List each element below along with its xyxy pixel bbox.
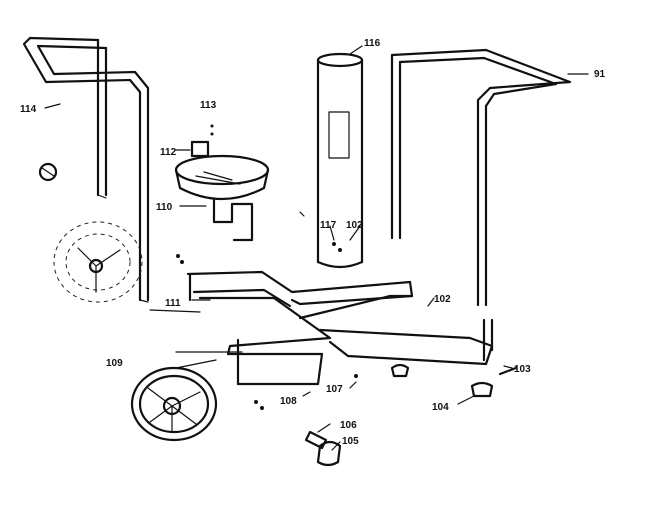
label-112: 112	[160, 147, 177, 158]
bucket-ring	[174, 140, 270, 242]
label-105: 105	[342, 436, 359, 447]
wheel-rear	[53, 221, 143, 303]
wheel-front	[130, 366, 218, 442]
label-108: 108	[280, 396, 297, 407]
label-103: 103	[514, 364, 531, 375]
label-102-upper: 102	[346, 220, 363, 231]
handle-tube-left	[22, 36, 150, 303]
cart-frame	[149, 270, 494, 386]
label-117: 117	[320, 220, 337, 231]
label-111: 111	[165, 298, 181, 309]
label-110: 110	[156, 202, 173, 213]
label-113: 113	[200, 100, 217, 111]
tank-cylinder	[316, 52, 364, 269]
label-116: 116	[364, 38, 381, 49]
axle-cap-parts	[304, 366, 518, 467]
label-114: 114	[20, 104, 37, 115]
end-caps	[38, 162, 494, 398]
hardware-bits	[176, 124, 358, 410]
leader-lines	[44, 45, 589, 451]
label-109: 109	[106, 358, 123, 369]
label-91: 91	[594, 69, 606, 80]
label-104: 104	[432, 402, 449, 413]
callout-labels: 91 102 102 103 104 105 106 107 108 109 1…	[20, 38, 606, 447]
label-107: 107	[326, 384, 343, 395]
label-102-lower: 102	[434, 294, 451, 305]
label-106: 106	[340, 420, 357, 431]
handle-tube-right	[390, 48, 572, 362]
